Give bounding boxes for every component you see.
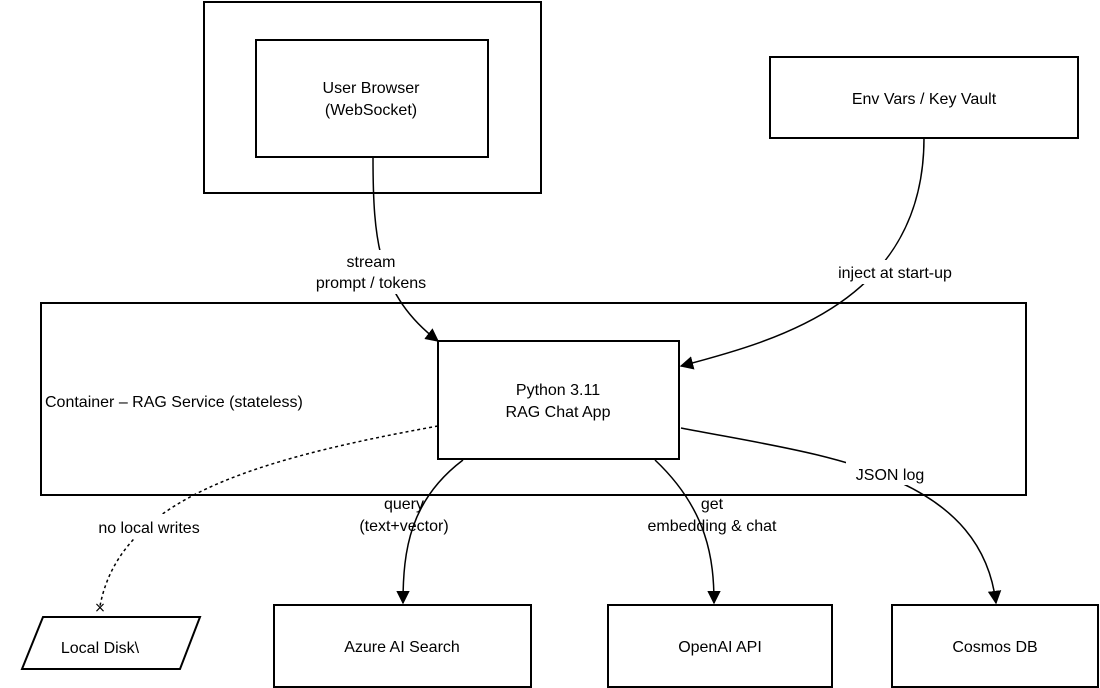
no-local-writes-edge — [99, 425, 439, 607]
local-disk-label: Local Disk\ — [61, 640, 140, 657]
get-label-line2: embedding & chat — [648, 518, 778, 535]
inject-edge — [679, 137, 925, 370]
inject-label: inject at start-up — [838, 265, 952, 282]
container-boundary — [40, 302, 1027, 496]
azure-ai-search-node — [273, 604, 532, 688]
user-browser-label-line1: User Browser — [323, 80, 421, 97]
json-log-edge — [680, 427, 1002, 605]
stream-label-line1: stream — [347, 254, 396, 271]
no-local-writes-label: no local writes — [98, 520, 199, 537]
cosmos-db-node — [891, 604, 1099, 688]
azure-ai-search-label: Azure AI Search — [344, 639, 460, 656]
x-icon: × — [94, 600, 106, 616]
json-log-label: JSON log — [856, 467, 924, 484]
local-disk-node — [20, 616, 202, 670]
env-vars-label: Env Vars / Key Vault — [852, 91, 997, 108]
query-label-line2: (text+vector) — [359, 518, 448, 535]
cosmos-db-label: Cosmos DB — [952, 639, 1037, 656]
container-label: Container – RAG Service (stateless) — [45, 394, 303, 411]
get-label-line1: get — [701, 496, 724, 513]
query-label-line1: query — [384, 496, 424, 513]
openai-api-label: OpenAI API — [678, 639, 762, 656]
user-browser-node — [255, 39, 489, 158]
query-edge — [396, 459, 464, 605]
user-browser-label-line2: (WebSocket) — [325, 102, 417, 119]
app-label-line1: Python 3.11 — [516, 382, 600, 399]
stream-edge — [372, 156, 440, 342]
user-browser-outer-box — [203, 1, 542, 194]
openai-api-node — [607, 604, 833, 688]
get-edge — [654, 459, 721, 605]
stream-label-line2: prompt / tokens — [316, 275, 426, 292]
rag-chat-app-node — [437, 340, 680, 460]
app-label-line2: RAG Chat App — [506, 404, 611, 421]
